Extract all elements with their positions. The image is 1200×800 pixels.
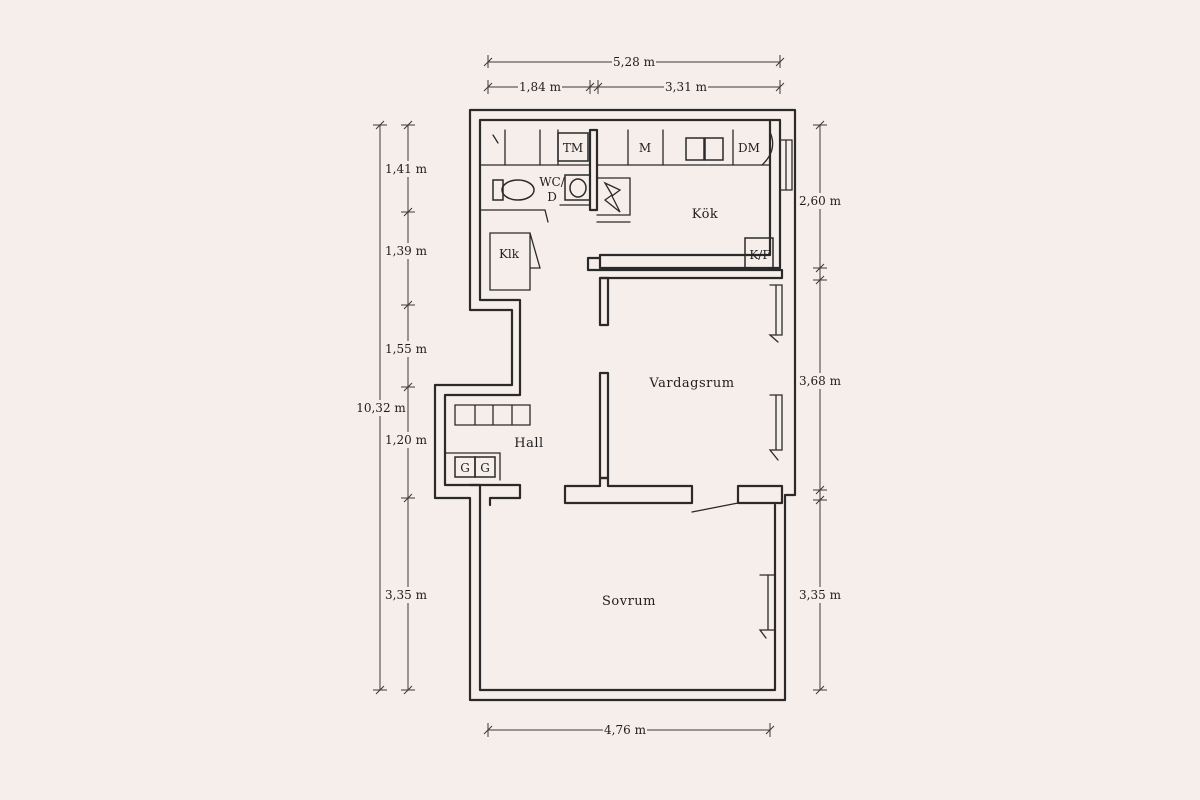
wall-bathroom-bottom xyxy=(479,204,591,223)
fixture-label-klk: Klk xyxy=(499,247,520,261)
fixture-labels: TM M DM WC/ D Klk K/F G G xyxy=(460,141,770,475)
dim-top-total: 5,28 m xyxy=(613,55,656,69)
washing-machine-box xyxy=(557,132,589,162)
dim-left-4: 1,20 m xyxy=(385,433,428,447)
interior-walls xyxy=(468,128,784,513)
dim-bottom: 4,76 m xyxy=(604,723,647,737)
window-kitchen xyxy=(779,139,793,191)
room-label-kok: Kök xyxy=(692,207,719,222)
dim-left-total: 10,32 m xyxy=(356,401,406,415)
wall-living-left-lower xyxy=(598,371,610,480)
fixture-label-tm: TM xyxy=(563,141,583,155)
room-label-sovrum: Sovrum xyxy=(602,594,656,609)
closet-box xyxy=(489,232,541,291)
sink-left xyxy=(685,137,705,161)
kitchen-door-arc xyxy=(761,131,774,166)
hall-cabinet-lines xyxy=(444,452,501,481)
fridge-box xyxy=(744,237,774,271)
window-living-lower xyxy=(768,394,783,461)
outer-walls xyxy=(433,108,797,702)
outer-wall-outer-line xyxy=(433,108,797,702)
wall-living-bedroom-right xyxy=(736,484,784,505)
dim-right-1: 2,60 m xyxy=(799,194,842,208)
wall-living-bedroom-left xyxy=(563,476,694,505)
outer-wall-inner-line xyxy=(443,118,782,692)
wall-living-left-upper xyxy=(598,276,610,327)
dimension-labels: 5,28 m 1,84 m 3,31 m 4,76 m 10,32 m 1,41… xyxy=(356,55,841,737)
dimension-label-backgrounds xyxy=(357,54,840,738)
dim-right-2: 3,68 m xyxy=(799,374,842,388)
fixture-label-g2: G xyxy=(480,461,490,475)
fixture-label-dm: DM xyxy=(738,141,760,155)
stove-zigzag-icon xyxy=(603,181,622,213)
kitchen-partition xyxy=(596,177,631,223)
toilet-icon xyxy=(492,179,535,201)
fixture-label-d: D xyxy=(547,190,557,204)
dim-left-1: 1,41 m xyxy=(385,162,428,176)
dim-left-5: 3,35 m xyxy=(385,588,428,602)
hall-shelf xyxy=(454,404,531,426)
room-labels: Kök Vardagsrum Hall Sovrum xyxy=(514,207,734,609)
window-bedroom xyxy=(758,574,776,639)
wall-bathroom-right xyxy=(588,128,599,212)
fixture-label-wc: WC/ xyxy=(539,175,566,189)
room-label-hall: Hall xyxy=(514,436,543,451)
dim-left-3: 1,55 m xyxy=(385,342,428,356)
fixture-label-g1: G xyxy=(460,461,470,475)
fixture-label-m: M xyxy=(639,141,651,155)
sink-right xyxy=(704,137,724,161)
window-living-upper xyxy=(768,284,783,343)
dim-top-left: 1,84 m xyxy=(519,80,562,94)
wardrobe-g2 xyxy=(474,456,496,478)
fixtures xyxy=(444,129,774,481)
washbasin-icon xyxy=(564,174,591,201)
bathroom-vent xyxy=(492,134,499,144)
dim-left-2: 1,39 m xyxy=(385,244,428,258)
windows xyxy=(758,131,793,639)
fixture-label-kf: K/F xyxy=(749,248,770,262)
dim-right-3: 3,35 m xyxy=(799,588,842,602)
room-label-vardagsrum: Vardagsrum xyxy=(648,376,734,391)
wall-hall-bedroom xyxy=(468,483,522,507)
dim-top-right: 3,31 m xyxy=(665,80,708,94)
wall-kitchen-living xyxy=(586,256,784,280)
living-door-leaf xyxy=(691,502,739,513)
